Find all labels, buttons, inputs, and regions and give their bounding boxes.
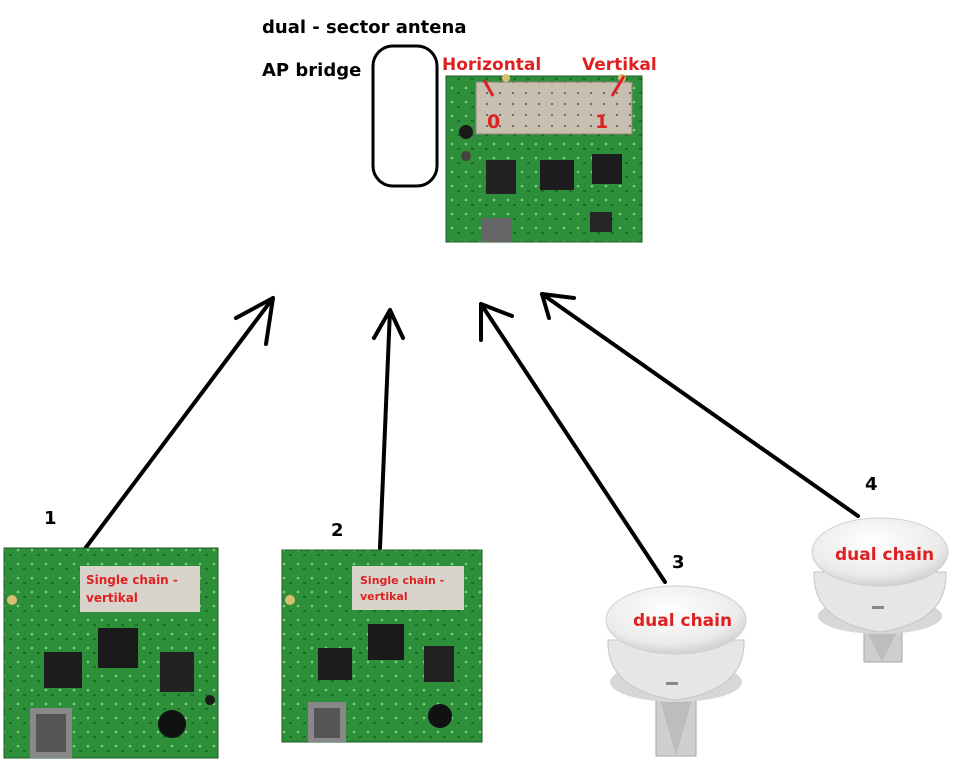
arrow-client-1 xyxy=(82,296,275,552)
client-2-label-area xyxy=(352,566,464,610)
client-2-label-line2: vertikal xyxy=(360,590,408,603)
ap-chain-1-label: 1 xyxy=(595,111,608,133)
ap-board xyxy=(445,74,643,243)
client-1-number: 1 xyxy=(44,508,57,529)
ap-chain-0-label: 0 xyxy=(487,111,500,133)
ap-vertikal-label: Vertikal xyxy=(582,55,657,75)
arrow-client-2 xyxy=(372,308,405,550)
client-4-label: dual chain xyxy=(835,545,934,565)
client-1-label-line1: Single chain - xyxy=(86,573,178,587)
client-3-label: dual chain xyxy=(633,611,732,631)
sector-antenna-shape xyxy=(371,44,439,188)
ap-horizontal-label: Horizontal xyxy=(442,55,541,75)
arrows xyxy=(82,292,860,584)
arrow-client-3 xyxy=(479,302,667,584)
diagram-title: dual - sector antena xyxy=(262,17,466,38)
client-4-number: 4 xyxy=(865,474,878,495)
arrow-client-4 xyxy=(540,292,860,518)
client-4-dish xyxy=(811,517,949,663)
client-2-label-line1: Single chain - xyxy=(360,574,444,587)
client-1-label-line2: vertikal xyxy=(86,591,138,605)
client-1-board xyxy=(3,547,219,759)
client-2-number: 2 xyxy=(331,520,344,541)
ap-horizontal-pointer xyxy=(482,79,495,97)
client-2-board xyxy=(281,549,483,743)
diagram-subtitle: AP bridge xyxy=(262,60,361,81)
client-1-label-area xyxy=(80,566,200,612)
ap-vertikal-pointer xyxy=(610,75,626,97)
client-3-dish xyxy=(605,585,747,757)
ap-board-shield xyxy=(475,81,633,135)
client-3-number: 3 xyxy=(672,552,685,573)
